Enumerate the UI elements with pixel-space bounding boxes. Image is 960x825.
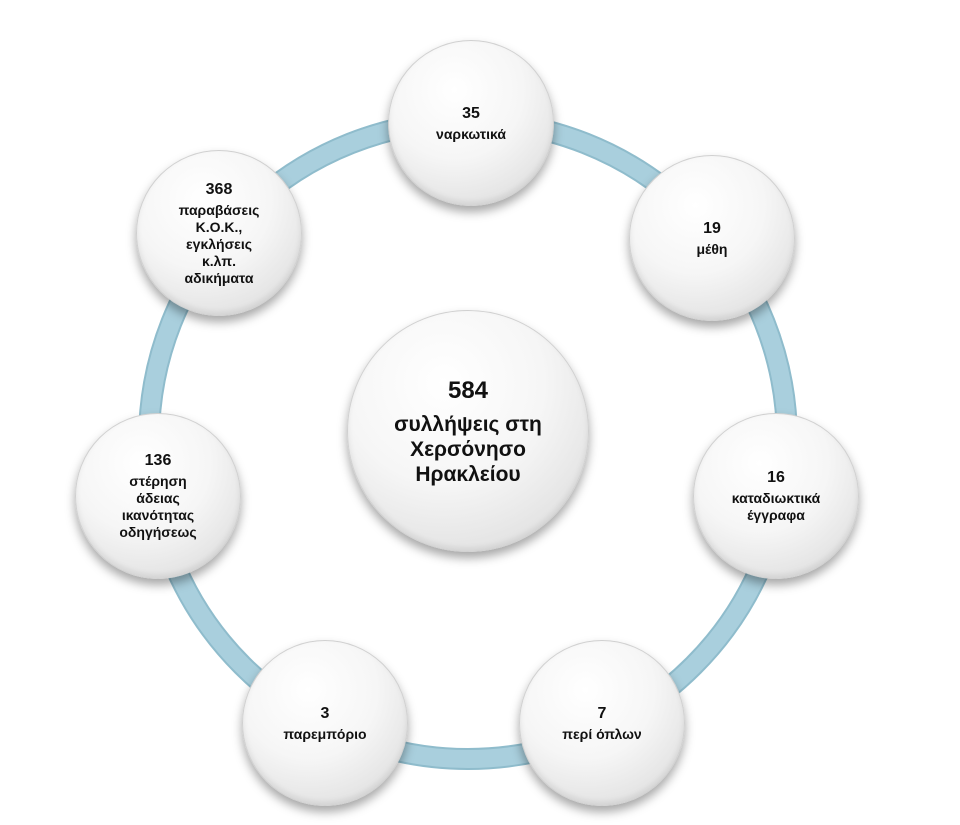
center-node: 584 συλλήψεις στη Χερσόνησο Ηρακλείου bbox=[347, 310, 589, 552]
node-label: παραβάσεις Κ.Ο.Κ., εγκλήσεις κ.λπ. αδική… bbox=[178, 201, 260, 286]
node-value: 368 bbox=[205, 180, 233, 198]
node-warrants: 16 καταδιωκτικά έγγραφα bbox=[693, 413, 859, 579]
node-value: 16 bbox=[767, 469, 785, 486]
node-label: περί όπλων bbox=[562, 725, 642, 742]
node-value: 7 bbox=[597, 704, 607, 722]
node-license-revocation: 136 στέρηση άδειας ικανότητας οδηγήσεως bbox=[75, 413, 241, 579]
node-value: 3 bbox=[320, 704, 330, 722]
center-label: συλλήψεις στη Χερσόνησο Ηρακλείου bbox=[394, 412, 542, 486]
node-label: καταδιωκτικά έγγραφα bbox=[731, 490, 821, 523]
node-traffic-violations: 368 παραβάσεις Κ.Ο.Κ., εγκλήσεις κ.λπ. α… bbox=[136, 150, 302, 316]
node-label: μέθη bbox=[696, 240, 728, 257]
node-value: 136 bbox=[144, 452, 172, 469]
node-label: ναρκωτικά bbox=[436, 125, 506, 142]
node-narcotics: 35 ναρκωτικά bbox=[388, 40, 554, 206]
node-drunkenness: 19 μέθη bbox=[629, 155, 795, 321]
node-value: 35 bbox=[462, 104, 480, 122]
node-value: 19 bbox=[703, 219, 721, 237]
node-street-vending: 3 παρεμπόριο bbox=[242, 640, 408, 806]
center-value: 584 bbox=[447, 376, 489, 404]
node-label: στέρηση άδειας ικανότητας οδηγήσεως bbox=[119, 473, 197, 540]
node-weapons: 7 περί όπλων bbox=[519, 640, 685, 806]
node-label: παρεμπόριο bbox=[283, 725, 367, 742]
